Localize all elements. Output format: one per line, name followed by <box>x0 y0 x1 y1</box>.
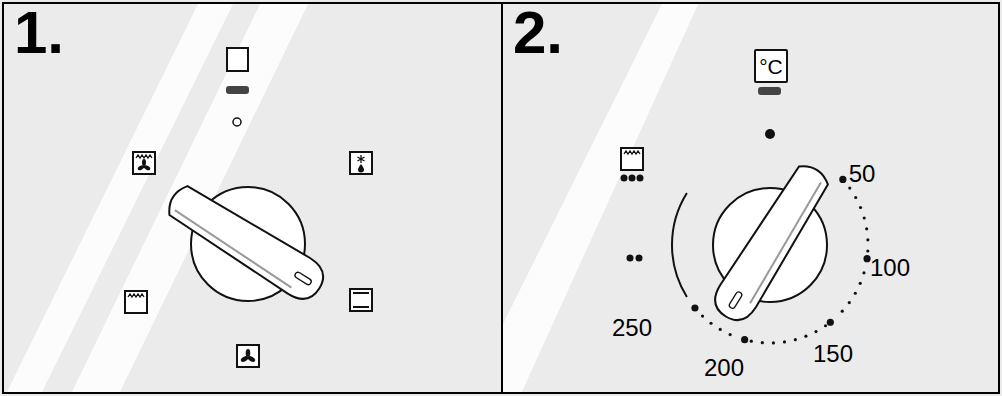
scale-dot <box>863 255 870 262</box>
unit-symbol: °C <box>759 56 783 77</box>
scale-dot <box>839 176 846 183</box>
scale-dot <box>709 322 712 325</box>
scale-dot <box>854 196 857 199</box>
scale-dot <box>761 341 764 344</box>
grill-symbol <box>621 148 643 170</box>
off-window <box>227 48 248 71</box>
scale-dot <box>848 301 851 304</box>
indicator-light <box>226 86 249 94</box>
indicator-light <box>758 87 781 95</box>
unit-window: °C <box>754 49 788 83</box>
step-number: 1. <box>14 0 64 66</box>
step-panel: 1. <box>2 2 503 394</box>
step-number: 2. <box>513 0 563 66</box>
off-mark <box>233 118 241 126</box>
scale-dot <box>859 206 862 209</box>
scale-dot <box>863 216 866 219</box>
temperature-value: 100 <box>870 256 910 280</box>
scale-dot <box>854 292 857 295</box>
scale-dot <box>865 227 868 230</box>
glass-reflection <box>5 3 310 393</box>
scale-dot <box>741 336 748 343</box>
scale-dot <box>804 335 807 338</box>
scale-dot <box>691 304 698 311</box>
temperature-value: 50 <box>849 162 876 186</box>
temperature-value: 250 <box>612 316 652 340</box>
scale-dot <box>862 271 865 274</box>
grill-range-arc <box>672 193 687 297</box>
scale-dot <box>701 314 704 317</box>
fan-symbol <box>237 345 259 367</box>
scale-dot <box>814 330 817 333</box>
function-knob <box>162 179 331 306</box>
scale-dot <box>729 333 732 336</box>
scale-dot <box>750 340 753 343</box>
top-bottom-heat-symbol <box>350 289 372 311</box>
temperature-value: 200 <box>704 356 744 380</box>
off-mark <box>765 129 775 139</box>
grill-level-dots <box>621 175 644 262</box>
scale-dot <box>824 324 827 327</box>
scale-dot <box>866 238 869 241</box>
glass-reflection <box>502 3 700 393</box>
scale-dot <box>772 341 775 344</box>
temperature-value: 150 <box>813 342 853 366</box>
scale-dot <box>719 328 722 331</box>
scale-dot <box>841 310 844 313</box>
temperature-knob <box>708 159 835 328</box>
scale-dot <box>866 249 869 252</box>
grill-fan-symbol <box>133 152 155 174</box>
scale-dot <box>794 338 797 341</box>
scale-dot <box>859 282 862 285</box>
scale-dot <box>848 186 851 189</box>
step-panel: 2. °C <box>501 2 1000 394</box>
defrost-symbol <box>350 152 372 174</box>
top-heat-symbol <box>125 291 147 313</box>
scale-dot <box>827 319 834 326</box>
scale-dot <box>783 340 786 343</box>
